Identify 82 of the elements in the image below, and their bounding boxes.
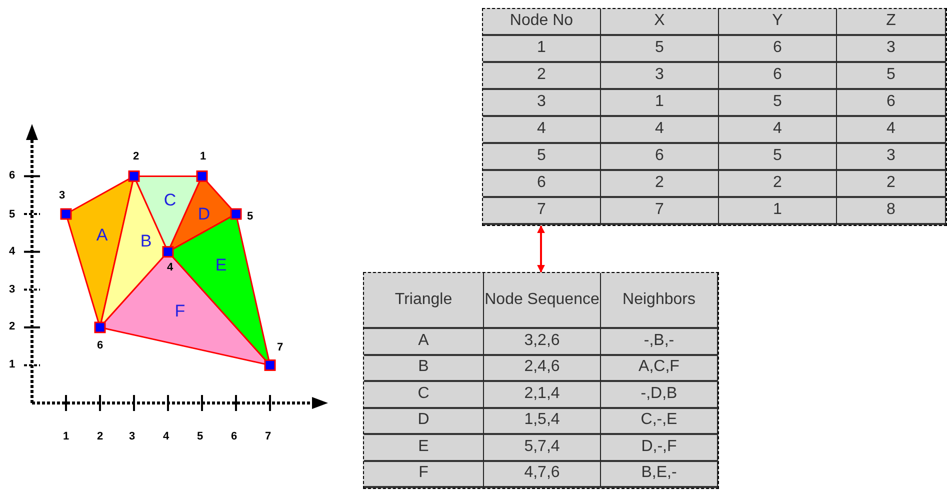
table-cell: 5	[601, 36, 719, 63]
table-cell: 1,5,4	[484, 408, 601, 435]
table-cell: 3,2,6	[484, 329, 601, 356]
vertex-number: 5	[246, 212, 254, 222]
axis-tick-label: 4	[8, 246, 16, 258]
table-cell: 4	[719, 117, 837, 144]
data-table	[363, 272, 719, 489]
table-cell: A	[364, 329, 484, 356]
triangle-label: B	[140, 232, 152, 250]
vertex-number: 2	[132, 152, 140, 162]
table-cell: 2	[601, 171, 719, 198]
table-cell: -,B,-	[601, 329, 718, 356]
table-cell: 1	[719, 198, 837, 225]
triangle-label: C	[164, 192, 176, 208]
table-cell: Z	[837, 9, 946, 36]
table-cell: 5	[719, 144, 837, 171]
table-cell: 3	[837, 36, 946, 63]
table-cell: -,D,B	[601, 382, 718, 408]
table-cell: 7	[601, 198, 719, 225]
vertex-number: 3	[58, 190, 66, 202]
table-cell: 4	[483, 117, 601, 144]
table-cell: E	[364, 435, 484, 462]
table-cell: 2	[719, 171, 837, 198]
vertex-number: 1	[200, 152, 206, 162]
triangle-label: A	[96, 226, 108, 244]
table-cell: C,-,E	[601, 408, 718, 435]
table-cell: 4,7,6	[484, 462, 601, 488]
table-cell: 3	[483, 90, 601, 117]
table-cell: Node Sequence	[484, 273, 601, 329]
table-cell: 2	[837, 171, 946, 198]
table-cell: 6	[719, 63, 837, 90]
vertex-number: 7	[276, 342, 284, 354]
table-cell: 7	[483, 198, 601, 225]
data-table	[482, 8, 947, 226]
axis-tick-label: 3	[8, 284, 16, 296]
table-cell: 8	[837, 198, 946, 225]
table-cell: 5	[483, 144, 601, 171]
table-cell: F	[364, 462, 484, 488]
table-cell: Triangle	[364, 273, 484, 329]
axis-tick-label: 3	[128, 432, 136, 442]
axis-tick-label: 4	[162, 432, 170, 442]
table-cell: Y	[719, 9, 837, 36]
table-cell: D,-,F	[601, 435, 718, 462]
axis-tick-label: 6	[230, 432, 238, 442]
table-cell: X	[601, 9, 719, 36]
table-cell: D	[364, 408, 484, 435]
table-cell: 4	[837, 117, 946, 144]
table-cell: 4	[601, 117, 719, 144]
axis-tick-label: 2	[8, 322, 16, 332]
table-cell: 5	[837, 63, 946, 90]
table-cell: 3	[601, 63, 719, 90]
table-cell: 6	[601, 144, 719, 171]
table-cell: 6	[837, 90, 946, 117]
table-cell: 2	[483, 63, 601, 90]
table-cell: 1	[483, 36, 601, 63]
axis-tick-label: 2	[96, 432, 104, 442]
table-cell: 2,4,6	[484, 356, 601, 382]
axis-tick-label: 7	[264, 432, 272, 442]
vertex-number: 4	[166, 262, 174, 274]
table-cell: Neighbors	[601, 273, 718, 329]
table-cell: B,E,-	[601, 462, 718, 488]
axis-tick-label: 6	[8, 170, 16, 182]
vertex-number: 6	[96, 340, 104, 352]
table-cell: B	[364, 356, 484, 382]
table-cell: 6	[719, 36, 837, 63]
triangle-label: F	[174, 302, 186, 320]
table-cell: A,C,F	[601, 356, 718, 382]
axis-tick-label: 1	[62, 432, 70, 442]
triangle-label: D	[198, 206, 210, 222]
table-cell: 5	[719, 90, 837, 117]
triangle-label: E	[215, 256, 227, 274]
double-arrow	[537, 225, 545, 273]
axis-tick-label: 5	[8, 210, 16, 220]
table-cell: 1	[601, 90, 719, 117]
table-cell: 2,1,4	[484, 382, 601, 408]
table-cell: 6	[483, 171, 601, 198]
table-cell: Node No	[483, 9, 601, 36]
table-cell: 5,7,4	[484, 435, 601, 462]
axis-tick-label: 1	[8, 360, 16, 370]
axis-tick-label: 5	[196, 432, 204, 442]
table-cell: C	[364, 382, 484, 408]
table-cell: 3	[837, 144, 946, 171]
